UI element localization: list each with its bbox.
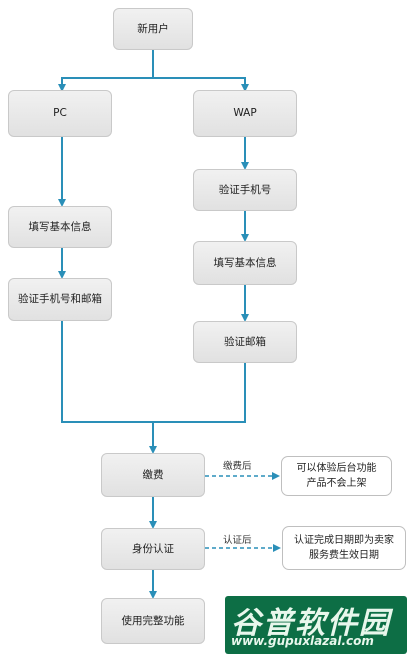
- edge-to-wap: [153, 77, 249, 92]
- node-wap: WAP: [193, 90, 297, 137]
- node-pay: 缴费: [101, 453, 205, 497]
- node-new-user: 新用户: [113, 8, 193, 50]
- edge-pc-merge: [61, 321, 153, 423]
- note-auth: 认证完成日期即为卖家 服务费生效日期: [282, 526, 406, 570]
- node-wap-verify-phone: 验证手机号: [193, 169, 297, 211]
- note-pay: 可以体验后台功能 产品不会上架: [281, 456, 392, 496]
- edge-to-pc: [58, 77, 153, 92]
- watermark-url: www.gupuxlazal.com: [231, 634, 374, 648]
- node-pc: PC: [8, 90, 112, 137]
- node-wap-fill-info: 填写基本信息: [193, 241, 297, 285]
- node-pc-fill-info: 填写基本信息: [8, 206, 112, 248]
- watermark-logo: 谷普软件园 www.gupuxlazal.com: [225, 596, 407, 654]
- watermark-title: 谷普软件园: [231, 606, 391, 641]
- node-full-use: 使用完整功能: [101, 598, 205, 644]
- edge-wap-merge: [153, 363, 246, 423]
- node-wap-verify-email: 验证邮箱: [193, 321, 297, 363]
- label-after-pay: 缴费后: [223, 461, 252, 472]
- node-pc-verify: 验证手机号和邮箱: [8, 278, 112, 321]
- node-identity: 身份认证: [101, 528, 205, 570]
- label-after-auth: 认证后: [223, 535, 252, 546]
